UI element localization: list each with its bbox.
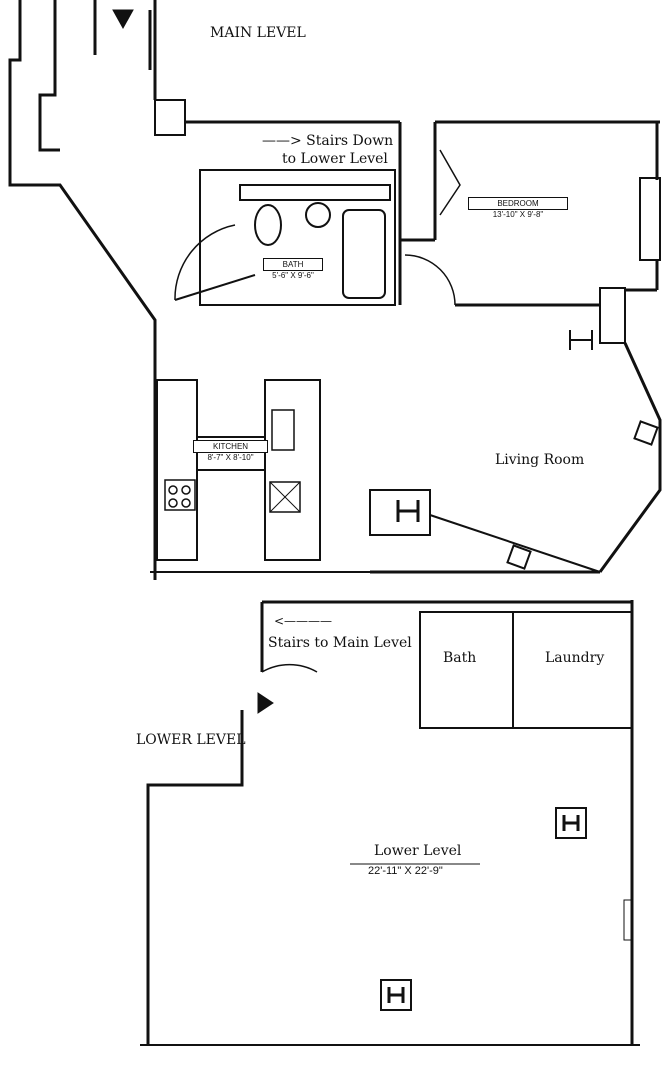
- bedroom-name: BEDROOM: [468, 197, 568, 210]
- laundry-label: Laundry: [545, 650, 605, 666]
- column-h-symbol: [569, 330, 593, 350]
- stairs-down-note: ——> Stairs Down: [262, 133, 394, 149]
- stairs-arrow: <————: [274, 614, 333, 628]
- kitchen-size: 8'-7" X 8'-10": [207, 453, 254, 462]
- kitchen-label: KITCHEN 8'-7" X 8'-10": [193, 440, 268, 462]
- bedroom-size: 13'-10" X 9'-8": [492, 210, 544, 219]
- stairs-down-note-2: to Lower Level: [282, 151, 388, 167]
- bath-size: 5'-6" X 9'-6": [272, 271, 314, 280]
- entry-arrow-icon: [112, 9, 134, 30]
- lower-level-room-size: 22'-11" X 22'-9": [368, 865, 443, 877]
- bath-name: BATH: [263, 258, 323, 271]
- lower-level-title: LOWER LEVEL: [136, 732, 246, 748]
- lower-bath-label: Bath: [443, 650, 477, 666]
- stairs-up-note: Stairs to Main Level: [268, 635, 412, 651]
- column-h-symbol: [387, 987, 405, 1003]
- column-h-symbol: [562, 815, 580, 831]
- lower-level-room-name: Lower Level: [374, 843, 462, 859]
- living-room-label: Living Room: [495, 452, 585, 468]
- door-arrow-icon: [257, 692, 274, 714]
- lower-level-walls: [140, 600, 640, 1046]
- lower-level-symbols: [257, 692, 580, 1003]
- bath-label: BATH 5'-6" X 9'-6": [263, 258, 323, 280]
- main-level-symbols: [112, 9, 593, 522]
- kitchen-name: KITCHEN: [193, 440, 268, 453]
- main-level-walls: [8, 0, 662, 580]
- bedroom-label: BEDROOM 13'-10" X 9'-8": [468, 197, 568, 219]
- main-level-title: MAIN LEVEL: [210, 25, 306, 41]
